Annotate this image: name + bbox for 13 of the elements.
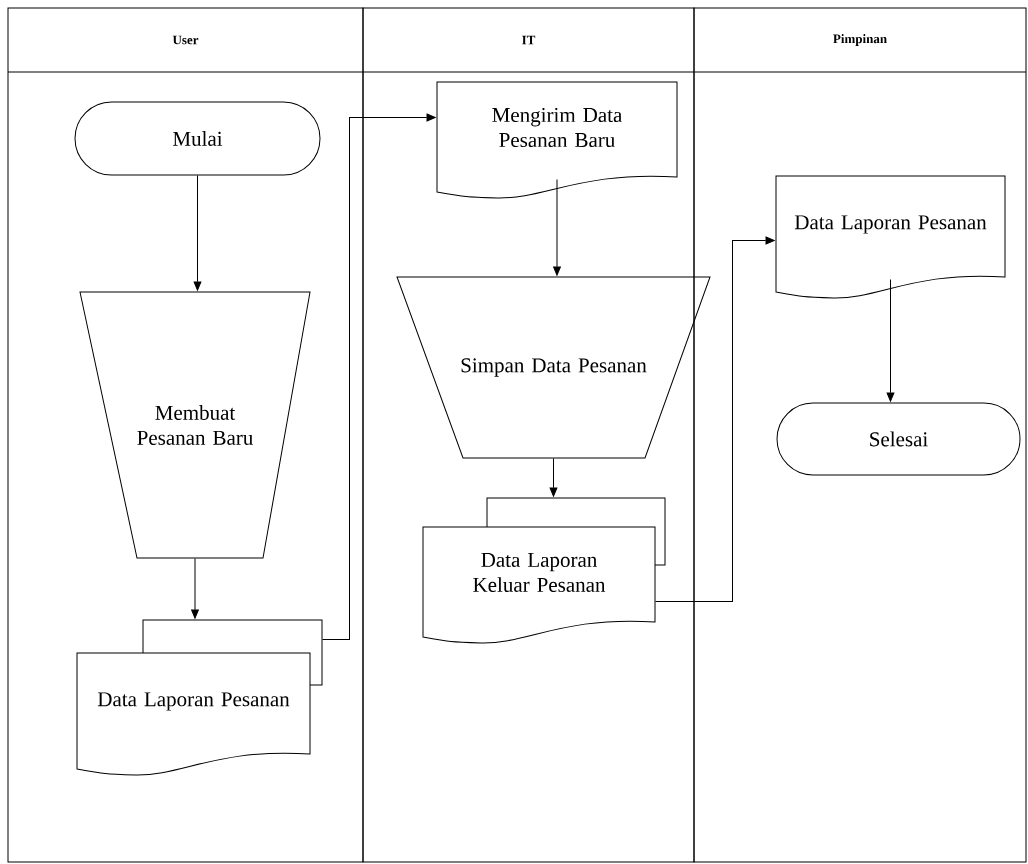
manual-operation: Membuat Pesanan Baru (79, 291, 311, 559)
multi-document: Data Laporan Keluar Pesanan (422, 497, 666, 644)
arrow (886, 279, 895, 402)
arrow (549, 458, 558, 497)
terminator: Mulai (74, 101, 321, 176)
terminator: Selesai (776, 402, 1021, 476)
arrow (655, 236, 775, 602)
manual-operation: Simpan Data Pesanan (396, 276, 711, 459)
arrow (191, 558, 199, 619)
multi-document: Data Laporan Pesanan (76, 619, 323, 776)
arrow (553, 179, 561, 276)
arrow (193, 175, 202, 291)
arrow (322, 113, 436, 640)
